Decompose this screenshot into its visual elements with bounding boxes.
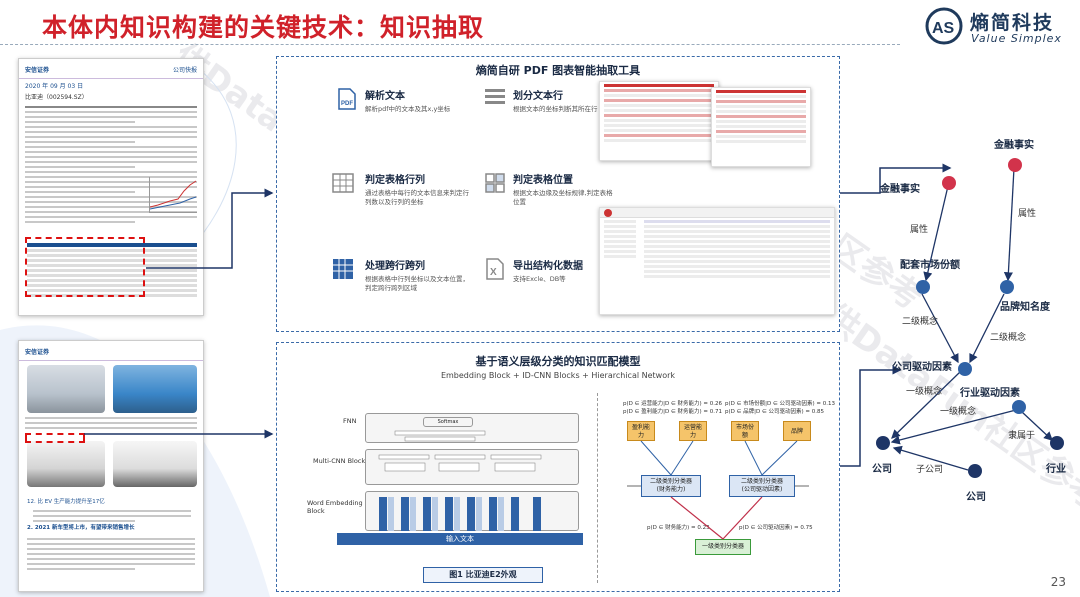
class-market-share: 市场份 额 [731,421,759,441]
kg-node-company-driver[interactable] [958,362,972,376]
kg-edge-concept2-right: 二级概念 [990,333,1027,343]
kg-label-fact-left: 金融事实 [880,184,920,195]
kg-node-fact-top[interactable] [1008,158,1022,172]
prob-label: p(D ∈ 财务能力) = 0.23 [647,525,710,531]
kg-node-fact-left[interactable] [942,176,956,190]
text-lines-icon [485,89,505,104]
kg-node-company-b[interactable] [968,464,982,478]
prob-label: p(D ∈ 市场份额|D ∈ 公司驱动因素) = 0.13 [725,401,836,407]
header-divider [0,44,900,45]
step-split-lines: 划分文本行 根据文本的坐标判断其所在行 [513,91,598,113]
kg-label-company-b: 公司 [966,492,986,503]
doc-section: 12. 比 EV 生产能力提升至17亿 [27,499,105,505]
class-operation: 运营能 力 [679,421,707,441]
kg-node-market-share[interactable] [916,280,930,294]
kg-edge-subsidiary: 子公司 [916,465,944,475]
prob-label: p(D ∈ 公司驱动因素) = 0.75 [739,525,813,531]
doc-table [27,241,197,299]
layer-label-cnn: Multi-CNN Block [313,457,366,465]
kg-label-market-share: 配套市场份额 [900,260,960,271]
kg-edge-attr-right: 属性 [1018,209,1037,219]
svg-text:X: X [490,267,497,278]
merge-grid-icon [333,259,353,279]
classifier-level1: 一级类别分类器 [695,539,751,555]
panel-subtitle: Embedding Block + ID-CNN Blocks + Hierar… [440,371,676,380]
class-profitability: 盈利能 力 [627,421,655,441]
layer-label-fnn: FNN [343,417,357,425]
kg-label-industry-driver: 行业驱动因素 [960,388,1020,399]
kg-edge-concept1-left: 一级概念 [906,387,943,397]
page-title: 本体内知识构建的关键技术：知识抽取 [42,13,485,42]
panel-title: 基于语义层级分类的知识匹配模型 [475,355,641,368]
car-image [113,441,197,487]
step-parse-text: 解析文本 解析pdf中的文本及其x,y坐标 [365,91,451,113]
prob-label: p(D ∈ 运营能力|D ∈ 财务能力) = 0.26 [623,401,723,407]
step-export-data: 导出结构化数据 支持Excle、DB等 [513,261,583,283]
kg-edge-belongs: 隶属于 [1008,431,1036,441]
table-highlight-box [25,237,145,297]
car-image [113,365,197,413]
step-table-position: 判定表格位置 根据文本边缘及坐标规律,判定表格位置 [513,175,613,206]
class-brand: 品牌 [783,421,811,441]
table-grid-icon [332,173,354,193]
layer-label-embedding: Word Embedding Block [307,499,363,515]
figure-highlight-box [25,433,85,443]
page-number: 23 [1050,575,1066,589]
brand-name-en: Value Simplex [971,32,1062,45]
kg-edge-attr-left: 属性 [910,225,929,235]
doc-company: 比亚迪（002594.SZ） [25,94,88,101]
network-bars [378,430,542,531]
table-screenshot [599,81,719,161]
brand-name-cn: 熵简科技 [970,12,1055,34]
prob-label: p(D ∈ 盈利能力|D ∈ 财务能力) = 0.71 [623,409,723,415]
doc-tag: 公司快报 [172,67,197,74]
step-table-rows: 判定表格行列 通过表格中每行的文本信息来判定行列数以及行列的坐标 [365,175,469,206]
kg-label-company-driver: 公司驱动因素 [892,362,952,373]
kg-node-company-a[interactable] [876,436,890,450]
kg-label-fact-top: 金融事实 [994,140,1034,151]
doc-logo: 安信证券 [25,349,50,356]
kg-label-company-a: 公司 [872,464,892,475]
kg-label-brand: 品牌知名度 [1000,302,1050,313]
kg-edge-concept1-right: 一级概念 [940,407,977,417]
kg-node-industry-driver[interactable] [1012,400,1026,414]
doc-logo: 安信证券 [25,67,50,74]
car-image [27,441,105,487]
prob-label: p(D ∈ 品牌|D ∈ 公司驱动因素) = 0.85 [725,409,825,415]
stock-chart [149,177,197,213]
classifier-level2-driver: 二级类别分类器 (公司驱动因素) [729,475,795,497]
brand-mark-icon: AS [925,7,963,45]
figure-caption: 图1 比亚迪E2外观 [423,567,543,583]
brand-logo: AS 熵简科技 Value Simplex [924,6,1074,46]
pdf-file-icon: PDF [338,88,356,110]
table-position-icon [485,173,505,193]
pdf-extraction-panel: 熵简自研 PDF 图表智能抽取工具 PDF 解析文本 解析pdf中的文本及其x,… [276,56,840,332]
research-report-page: 安信证券 公司快报 2020 年 09 月 03 日 比亚迪（002594.SZ… [18,58,204,316]
report-image-page: 安信证券 12. 比 EV 生产能力提升至17亿 2. 2021 新车型将上市，… [18,340,204,592]
excel-export-icon: X [486,258,504,280]
input-text-bar: 输入文本 [337,533,583,545]
step-span-cells: 处理跨行跨列 根据表格中行列坐标以及文本位置，判定跨行跨列区域 [365,261,469,292]
doc-heading: 2. 2021 新车型将上市，有望带来销售增长 [27,525,135,531]
table-screenshot [711,87,811,167]
car-image [27,365,105,413]
svg-text:PDF: PDF [341,101,353,107]
classifier-level2-finance: 二级类别分类器 (财务能力) [641,475,701,497]
knowledge-matching-panel: 基于语义层级分类的知识匹配模型 Embedding Block + ID-CNN… [276,342,840,592]
svg-text:AS: AS [932,20,955,37]
panel-title: 熵简自研 PDF 图表智能抽取工具 [475,64,641,77]
kg-label-industry: 行业 [1046,464,1066,475]
softmax-box: Softmax [423,417,473,427]
kg-edge-concept2-left: 二级概念 [902,317,939,327]
doc-date: 2020 年 09 月 03 日 [25,83,84,90]
kg-node-industry[interactable] [1050,436,1064,450]
web-table-screenshot [599,207,835,315]
kg-node-brand[interactable] [1000,280,1014,294]
